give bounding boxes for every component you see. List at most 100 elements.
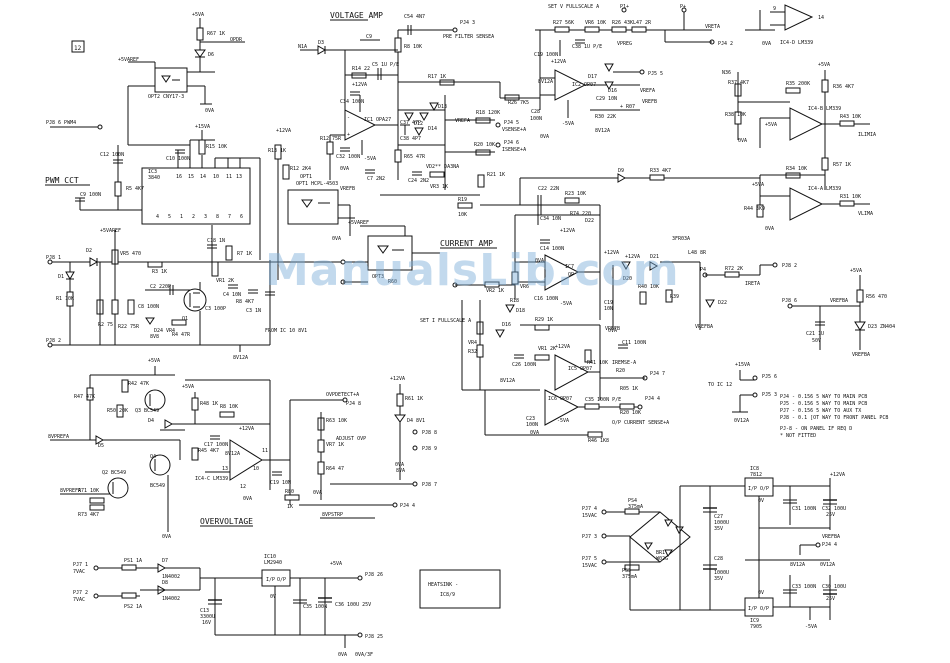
label-r47: R47 47K [74, 394, 95, 400]
resistor-vr1 [211, 261, 219, 277]
svg-text:100N: 100N [526, 422, 538, 428]
label-ps2: PS2 1A [124, 604, 142, 610]
resistor-r31 [839, 200, 855, 207]
svg-text:R61 1K: R61 1K [405, 396, 423, 402]
label-r17: R17 1K [428, 74, 446, 80]
resistor-r56 [856, 289, 864, 303]
svg-text:VR4: VR4 [468, 340, 477, 346]
resistor-r46 [587, 431, 603, 438]
svg-text:0VA: 0VA [162, 534, 171, 540]
svg-text:R18 120K: R18 120K [476, 110, 500, 116]
svg-text:N1A: N1A [298, 44, 307, 50]
label-d23: D23 ZN404 [868, 324, 895, 330]
svg-text:6: 6 [240, 214, 243, 220]
svg-text:C34 100N: C34 100N [340, 99, 364, 105]
svg-text:+5VA: +5VA [752, 182, 764, 188]
svg-text:PJ7 5: PJ7 5 [582, 556, 597, 562]
svg-text:R2 75: R2 75 [98, 322, 113, 328]
resistor-r64 [317, 461, 325, 475]
svg-text:0V: 0V [758, 590, 764, 596]
label-pj8-4: PJ4 4 [400, 503, 415, 509]
svg-text:0V: 0V [758, 498, 764, 504]
svg-text:-5VA: -5VA [560, 301, 572, 307]
svg-text:8V8: 8V8 [150, 334, 159, 340]
svg-text:7VAC: 7VAC [73, 597, 85, 603]
ic3-pwm-controller [141, 167, 251, 225]
svg-text:-5VA: -5VA [805, 624, 817, 630]
title-current-amp: CURRENT AMP [440, 239, 493, 248]
svg-text:14: 14 [200, 174, 206, 180]
label-r72: R72 2K [725, 266, 743, 272]
label-v5aref-top: +5VAREF [118, 57, 139, 63]
svg-text:0V12A: 0V12A [820, 562, 835, 568]
svg-text:R7 1K: R7 1K [237, 251, 252, 257]
title-voltage-amp: VOLTAGE AMP [330, 11, 383, 20]
label-m5va-ic1: -5VA [364, 156, 376, 162]
svg-text:+: + [347, 132, 350, 138]
label-v15a-2: +15VA [735, 362, 750, 368]
title-overvoltage: OVERVOLTAGE [200, 517, 253, 526]
diode-d6 [194, 49, 206, 58]
resistor-r40 [639, 291, 647, 305]
label-c11: C11 100N [622, 340, 646, 346]
svg-text:8VA: 8VA [396, 468, 405, 474]
svg-text:C9: C9 [366, 34, 372, 40]
resistor-r15 [198, 139, 206, 155]
svg-text:1: 1 [180, 214, 183, 220]
svg-text:C9 100N: C9 100N [80, 192, 101, 198]
resistor-vr3 [429, 171, 445, 178]
diode-d22 [705, 299, 715, 309]
label-c14: C14 100N [540, 246, 564, 252]
label-ov-detect: OVPDETECT+A [326, 392, 359, 398]
svg-text:R5 4K7: R5 4K7 [126, 186, 144, 192]
svg-text:-5VA: -5VA [557, 418, 569, 424]
svg-text:11: 11 [226, 174, 232, 180]
svg-text:0VA: 0VA [338, 652, 347, 658]
svg-text:D4: D4 [148, 418, 154, 424]
svg-text:VR6 10K: VR6 10K [585, 20, 606, 26]
label-pj8-1: PJ8 1 [46, 255, 61, 261]
svg-text:C16 100N: C16 100N [534, 296, 558, 302]
label-opt3: OPT3 [372, 274, 384, 280]
svg-text:-: - [347, 115, 350, 121]
svg-text:OP: OP [568, 272, 574, 278]
label-0va-opt2: 0VA [205, 108, 214, 114]
svg-text:VREFBA: VREFBA [830, 298, 848, 304]
resistor-r21 [477, 174, 485, 188]
svg-text:I/P: I/P [748, 486, 757, 492]
label-r34: R34 10K [786, 166, 807, 172]
resistor-r20b [619, 403, 635, 410]
svg-text:8V12A: 8V12A [790, 562, 805, 568]
svg-text:IC9: IC9 [750, 618, 759, 624]
label-ic4a: IC4-A LM339 [808, 186, 841, 192]
diode-d9 [617, 173, 627, 183]
svg-text:R26 43K: R26 43K [612, 20, 633, 26]
svg-text:0VA: 0VA [332, 236, 341, 242]
resistor-r12 [326, 141, 334, 155]
resistor-r3 [147, 261, 163, 268]
svg-text:0VA: 0VA [765, 226, 774, 232]
label-d21: D21 [650, 254, 659, 260]
diode-d1 [65, 271, 75, 281]
label-ic4b: IC4-B LM339 [808, 106, 841, 112]
resistor-r72 [724, 271, 740, 278]
resistor-r49 [116, 404, 124, 418]
svg-text:R74 220: R74 220 [570, 211, 591, 217]
svg-text:R60: R60 [388, 279, 397, 285]
svg-text:L48 8R: L48 8R [688, 250, 707, 256]
svg-text:+5VA: +5VA [850, 268, 862, 274]
label-r36: R36 4K7 [833, 84, 854, 90]
svg-text:3300U: 3300U [200, 614, 215, 620]
label-from-ic10: FROM IC 10 8V1 [265, 328, 307, 334]
label-ic3-name: IC3 [148, 169, 157, 175]
svg-text:15VAC: 15VAC [582, 563, 597, 569]
opamp-ic2 [554, 69, 587, 101]
diode-d2 [89, 257, 99, 267]
svg-text:7VAC: 7VAC [73, 569, 85, 575]
svg-text:0VA/3F: 0VA/3F [355, 652, 373, 658]
svg-text:10K: 10K [458, 212, 467, 218]
label-pj4-5: PJ4 5 [504, 120, 519, 126]
resistor-r22 [111, 299, 119, 315]
svg-text:R56 470: R56 470 [866, 294, 887, 300]
svg-text:8VPREFA: 8VPREFA [48, 434, 69, 440]
